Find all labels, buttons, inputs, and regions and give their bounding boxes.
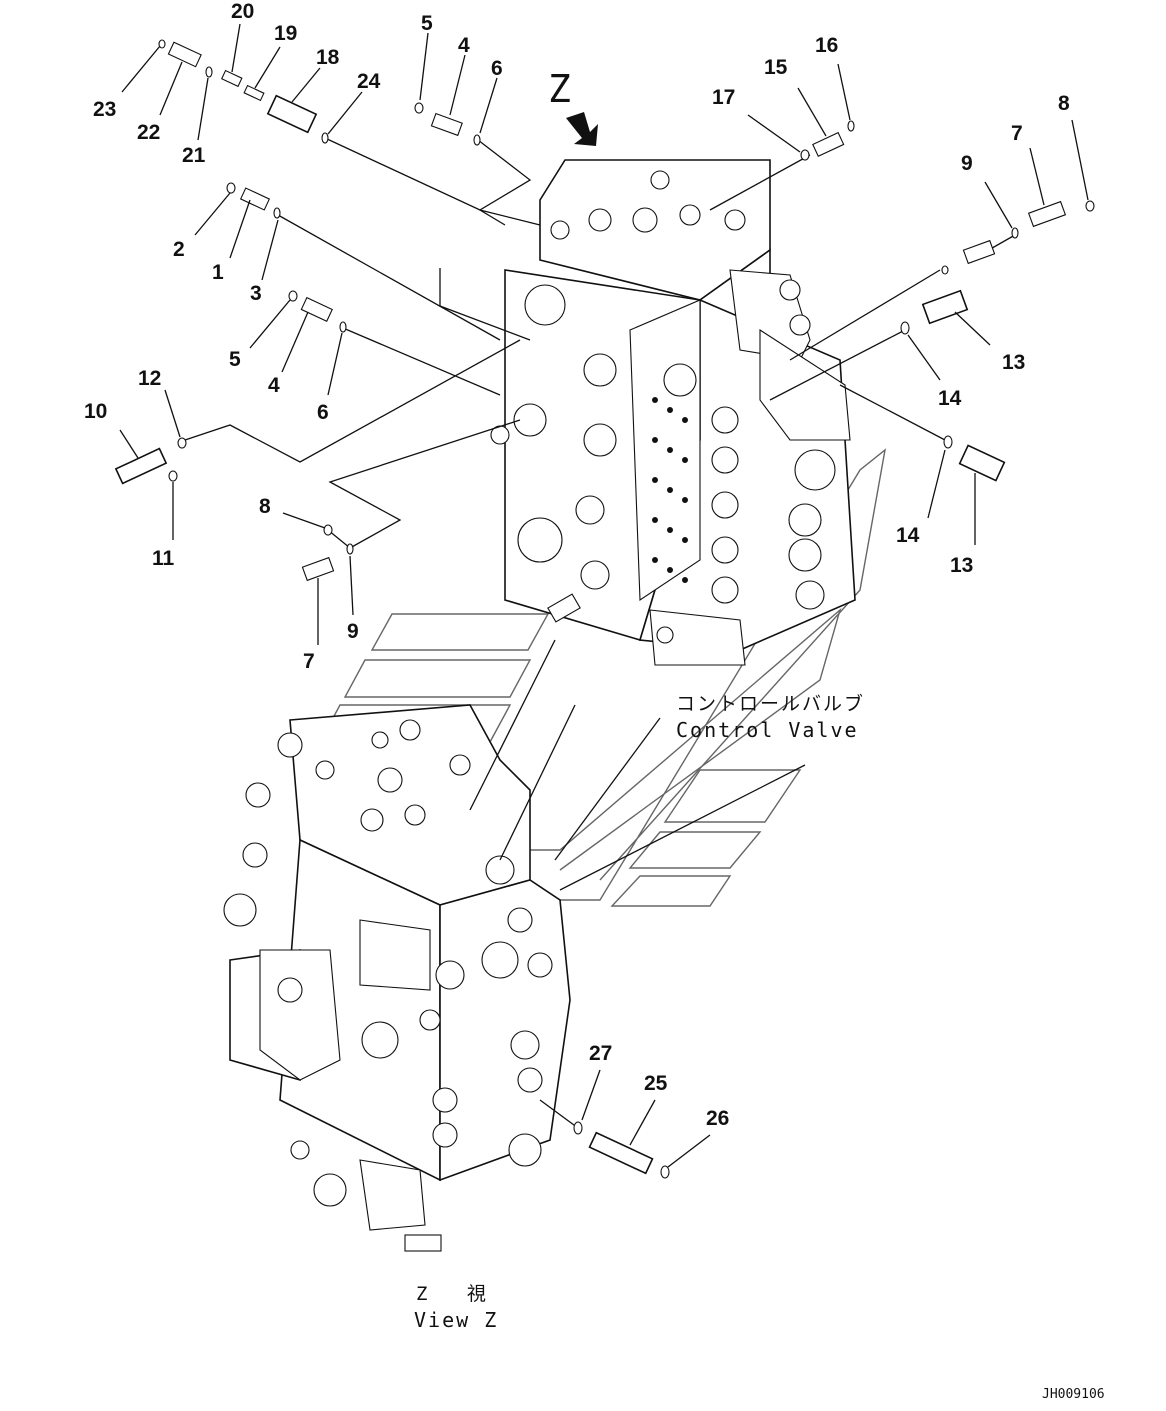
label-23: 23 <box>93 98 116 121</box>
label-5b: 5 <box>229 348 241 371</box>
label-3: 3 <box>250 282 262 305</box>
label-13b: 13 <box>950 554 973 577</box>
label-15: 15 <box>764 56 788 79</box>
view-z-arrow <box>566 112 598 146</box>
label-9b: 9 <box>347 620 359 643</box>
label-18: 18 <box>316 46 340 69</box>
label-20: 20 <box>231 0 254 23</box>
view-letter-z: Z <box>548 67 571 111</box>
label-10: 10 <box>84 400 107 423</box>
leader-lines <box>184 137 1016 1129</box>
drawing-code: JH009106 <box>1042 1387 1105 1402</box>
label-11: 11 <box>152 547 175 570</box>
view-z-label-jp-visible: Z 視 <box>416 1283 500 1305</box>
label-16: 16 <box>815 34 838 57</box>
label-7a: 7 <box>1011 122 1023 145</box>
label-8a: 8 <box>1058 92 1070 115</box>
label-13a: 13 <box>1002 351 1025 374</box>
view-z-body <box>223 704 571 1252</box>
label-9a: 9 <box>961 152 973 175</box>
label-8b: 8 <box>259 495 271 518</box>
label-6a: 6 <box>491 57 503 80</box>
label-6b: 6 <box>317 401 329 424</box>
control-valve-label-en: Control Valve <box>676 718 859 742</box>
label-26: 26 <box>706 1107 729 1130</box>
label-21: 21 <box>182 144 206 167</box>
label-7b: 7 <box>303 650 315 673</box>
label-19: 19 <box>274 22 297 45</box>
label-4b: 4 <box>268 374 280 397</box>
label-14a: 14 <box>938 387 962 410</box>
label-5a: 5 <box>421 12 433 35</box>
control-valve-body <box>490 159 856 666</box>
label-1: 1 <box>212 261 224 284</box>
label-17: 17 <box>712 86 735 109</box>
label-24: 24 <box>357 70 381 93</box>
label-pointers <box>119 23 1089 1168</box>
label-27: 27 <box>589 1042 612 1065</box>
label-4a: 4 <box>458 34 470 57</box>
label-25: 25 <box>644 1072 668 1095</box>
label-2: 2 <box>173 238 185 261</box>
small-parts <box>114 39 1095 1179</box>
label-14b: 14 <box>896 524 920 547</box>
label-12: 12 <box>138 367 161 390</box>
part-number-labels: 1 2 3 4 4 5 5 6 6 7 7 8 8 9 9 10 11 12 1… <box>84 0 1070 1130</box>
control-valve-label-jp: コントロールバルブ <box>676 692 865 715</box>
view-z-label-en: View Z <box>414 1308 498 1332</box>
label-22: 22 <box>137 121 160 144</box>
